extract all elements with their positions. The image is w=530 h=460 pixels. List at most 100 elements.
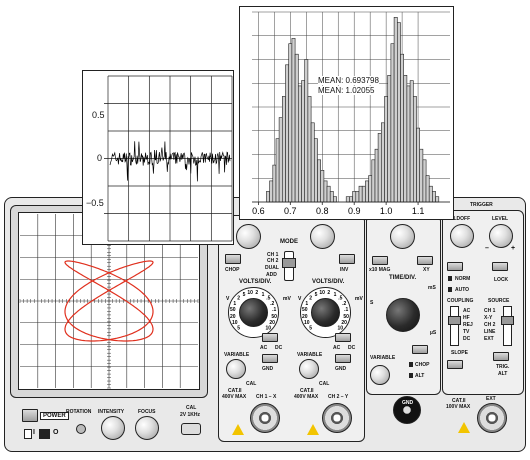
ch2-volts-dial-label: 2 (327, 290, 330, 296)
ch2-volts-dial-label: 10 (304, 320, 310, 326)
hist-bar (345, 196, 350, 203)
ch2-v-unit: V (298, 296, 302, 302)
hist-bar (406, 85, 411, 203)
hist-bar (320, 170, 325, 203)
ch2-volts-knob[interactable] (311, 298, 340, 327)
hist-bar (393, 16, 398, 203)
cal-out-terminal[interactable] (181, 423, 201, 435)
power-button[interactable] (22, 409, 38, 422)
ch2-volts-dial-label: .5 (338, 296, 342, 302)
ch1-cal-label: CAL (246, 381, 257, 387)
ch2-max-label: 400V MAX (294, 394, 319, 400)
intensity-knob[interactable] (101, 416, 125, 440)
ch1-gnd-button[interactable] (262, 354, 278, 363)
hist-bar (301, 80, 306, 203)
time-div-knob[interactable] (386, 298, 420, 332)
rotation-screw[interactable] (76, 424, 86, 434)
ch2-position-knob[interactable] (310, 224, 335, 249)
ch2-volts-dial-label: 20 (302, 314, 308, 320)
holdoff-knob[interactable] (450, 224, 474, 248)
rotation-label: ROTATION (66, 409, 92, 415)
ch1-volts-dial-label: 1 (233, 301, 236, 307)
ch1-position-knob[interactable] (236, 224, 261, 249)
chop-button[interactable] (225, 254, 241, 264)
ch2-acdc-button[interactable] (335, 333, 351, 342)
mode-ch1: CH 1 (267, 252, 279, 258)
trig-alt-label-1: TRIG. (496, 364, 510, 370)
coupling-label: COUPLING (447, 298, 474, 304)
inv-button[interactable] (339, 254, 355, 264)
ch1-acdc-button[interactable] (262, 333, 278, 342)
hist-bar (400, 53, 405, 203)
hist-bar (349, 196, 353, 203)
hist-bar (416, 127, 421, 203)
ch1-variable-knob[interactable] (226, 359, 246, 379)
gnd-jack[interactable] (393, 396, 421, 424)
coupling-slider-thumb[interactable] (448, 316, 461, 325)
ch1-variable-label: VARIABLE (224, 352, 250, 358)
focus-knob[interactable] (135, 416, 159, 440)
auto-label: AUTO (455, 287, 470, 293)
ch1-volts-dial-label: 1 (262, 292, 265, 298)
ext-label: EXT (486, 396, 496, 402)
ch2-volts-dial-label: 2 (309, 296, 312, 302)
signal-series-line (109, 141, 231, 182)
signal-ytick-0: 0.5 (92, 110, 105, 120)
xy-button[interactable] (417, 256, 433, 265)
hist-bar (266, 191, 270, 203)
coupling-opt-ac: AC (463, 308, 471, 314)
hist-bar (374, 148, 379, 203)
level-knob[interactable] (489, 224, 513, 248)
ch1-volts-knob[interactable] (239, 298, 268, 327)
hist-xtick-label: 1.0 (380, 206, 393, 216)
ch2-input-label: CH 2 – Y (328, 394, 349, 400)
ch1-v-unit: V (226, 296, 230, 302)
h-position-knob[interactable] (390, 224, 415, 249)
ch2-variable-knob[interactable] (299, 359, 319, 379)
trig-alt-button[interactable] (493, 352, 509, 361)
slope-label: SLOPE (451, 350, 468, 356)
source-slider[interactable] (503, 306, 512, 346)
hist-bar (361, 185, 366, 203)
gnd-jack-label: GND (402, 400, 414, 406)
hist-bar (396, 22, 401, 203)
slope-button[interactable] (447, 360, 463, 369)
power-switch[interactable] (24, 429, 32, 439)
inv-label: INV (340, 267, 349, 273)
coupling-opt-rej: REJ (463, 322, 473, 328)
hist-bar (304, 59, 309, 203)
hist-bar (317, 159, 322, 203)
ext-input-jack[interactable] (477, 403, 507, 433)
ch2-gnd-label: GND (335, 366, 347, 372)
lock-button[interactable] (492, 262, 508, 271)
ch1-volts-dial-label: .1 (272, 307, 276, 313)
ext-warning-icon (458, 422, 470, 433)
level-label: LEVEL (492, 216, 509, 222)
ch1-input-jack[interactable] (250, 403, 280, 433)
trig-alt-label-2: ALT (498, 371, 508, 377)
x10mag-button[interactable] (372, 256, 388, 265)
hist-bar (352, 191, 357, 203)
power-switch-right[interactable] (39, 429, 50, 439)
ch1-volts-dial-label: 5 (237, 325, 240, 331)
h-variable-knob[interactable] (370, 365, 390, 385)
ch1-volts-dial-label: 50 (271, 314, 277, 320)
source-opt-ext: EXT (484, 336, 494, 342)
ch2-variable-label: VARIABLE (297, 352, 323, 358)
ch2-gnd-button[interactable] (335, 354, 351, 363)
ch1-volts-dial-label: 50 (230, 307, 236, 313)
hist-bar (285, 64, 290, 203)
hist-bar (355, 191, 360, 203)
alt-chop-button[interactable] (412, 345, 428, 354)
source-label: SOURCE (488, 298, 510, 304)
trigger-mode-button[interactable] (447, 262, 463, 271)
source-slider-thumb[interactable] (501, 316, 514, 325)
level-plus: + (511, 245, 516, 252)
ch2-input-jack[interactable] (322, 403, 352, 433)
mode-switch-lever[interactable] (282, 258, 296, 268)
alt-mode-label: ALT (415, 373, 425, 379)
ch2-volts-dial-label: 1 (334, 292, 337, 298)
coupling-slider[interactable] (450, 306, 459, 346)
auto-indicator (448, 287, 452, 292)
